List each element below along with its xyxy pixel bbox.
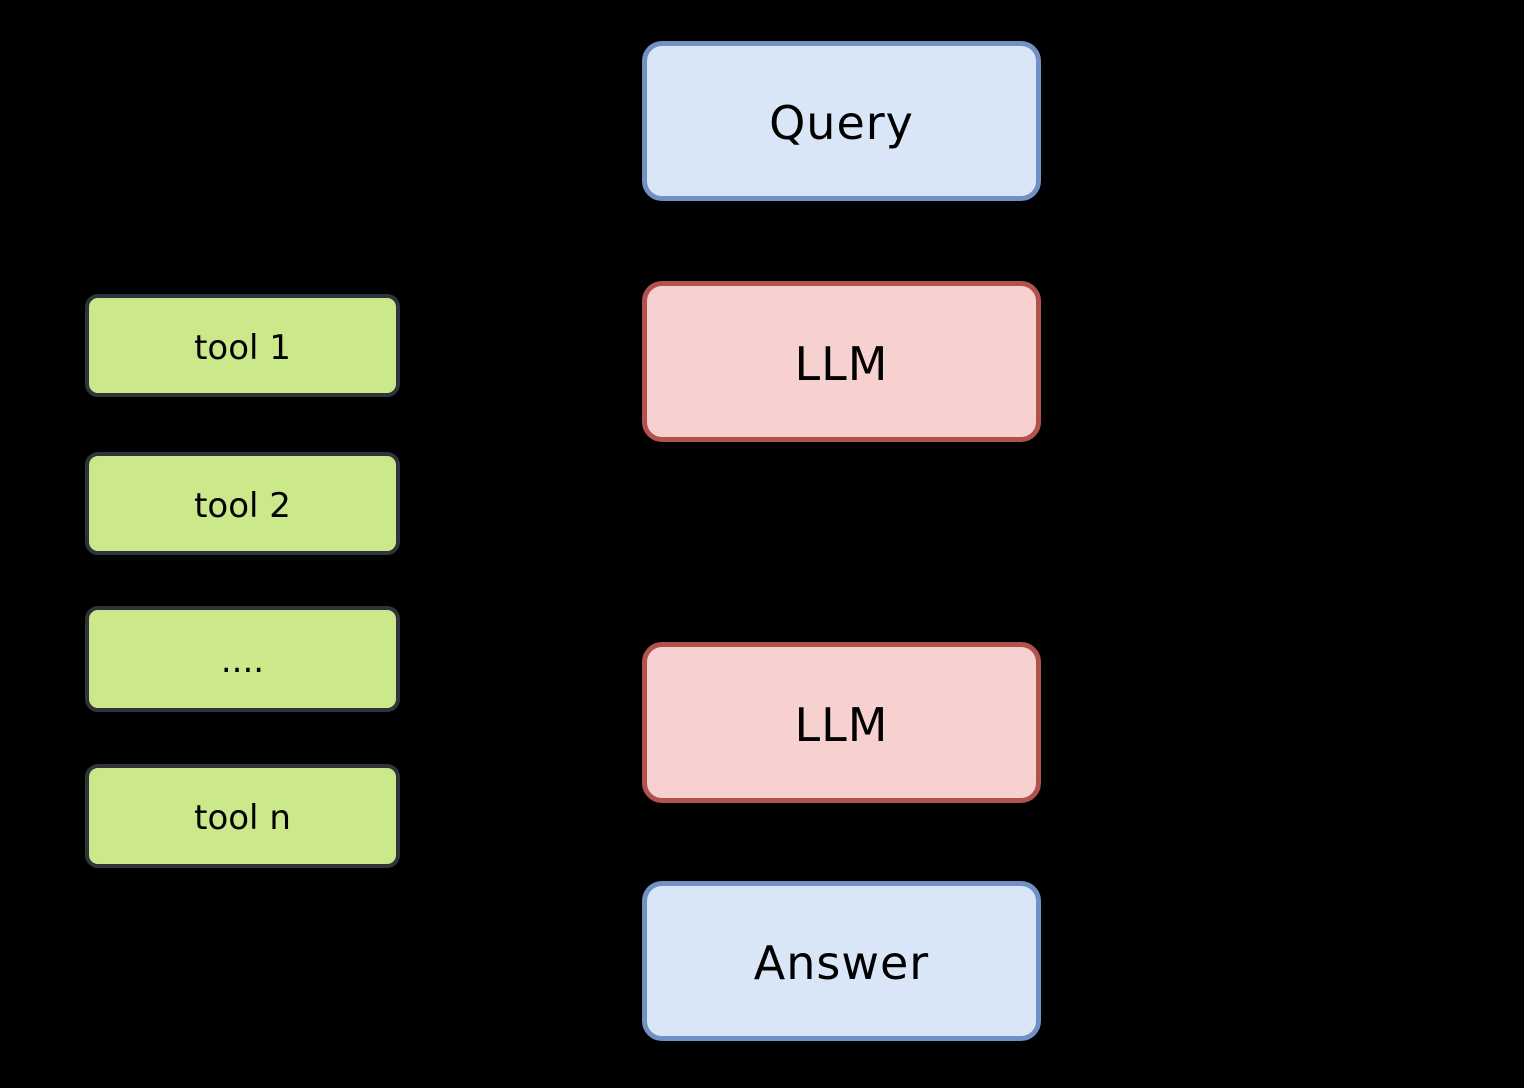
node-llm-bottom-label: LLM (794, 697, 889, 752)
node-tool-1-label: tool 1 (194, 327, 291, 368)
node-llm-top-label: LLM (794, 336, 889, 391)
node-tool-n-label: tool n (194, 798, 291, 838)
node-llm-bottom: LLM (642, 642, 1041, 803)
node-query: Query (642, 41, 1041, 201)
node-llm-top: LLM (642, 281, 1041, 442)
node-tool-2: tool 2 (85, 452, 400, 555)
node-tool-2-label: tool 2 (194, 485, 291, 526)
node-tool-n: tool n (85, 764, 400, 868)
node-answer: Answer (642, 881, 1041, 1041)
node-tools-ellipsis-label: .... (220, 641, 265, 681)
node-tools-ellipsis: .... (85, 606, 400, 712)
node-answer-label: Answer (753, 936, 930, 990)
node-tool-1: tool 1 (85, 294, 400, 397)
node-query-label: Query (769, 96, 914, 150)
